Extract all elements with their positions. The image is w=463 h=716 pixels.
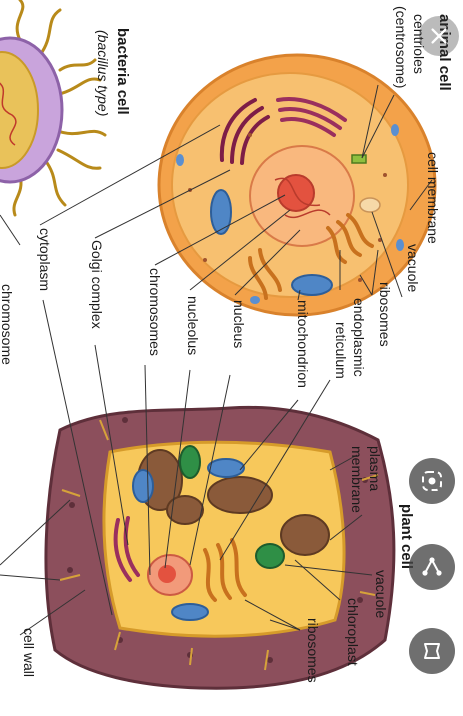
label-nucleus: nucleus (231, 300, 247, 349)
leader-lines (0, 84, 433, 636)
animal-cell (157, 53, 437, 317)
label-centrosome: (centrosome) (393, 6, 409, 89)
lens-icon (422, 471, 442, 491)
share-button[interactable] (409, 544, 455, 590)
label-er-line2: reticulum (333, 322, 349, 379)
close-button[interactable] (419, 16, 459, 56)
label-plasma: plasma (367, 446, 383, 492)
crop-icon (424, 643, 440, 659)
label-mitochondrion-animal: mitochondrion (295, 300, 311, 388)
label-vacuole-animal: vacuole (405, 244, 421, 293)
crop-button[interactable] (409, 628, 455, 674)
label-chromosomes: chromosomes (147, 268, 163, 356)
share-icon (422, 557, 442, 576)
bacteria-cell (0, 0, 107, 217)
label-chloroplast: chloroplast (345, 598, 361, 666)
label-er-line1: endoplasmic (351, 298, 367, 377)
label-golgi: Golgi complex (89, 240, 105, 329)
label-nucleolus: nucleolus (185, 296, 201, 356)
label-cytoplasm: cytoplasm (37, 228, 53, 292)
bacteria-subtitle: (bacillus type) (95, 30, 111, 117)
label-cell-membrane: cell membrane (425, 152, 441, 244)
label-cell-wall: cell wall (21, 628, 37, 678)
label-chromosome-bacteria: chromosome (0, 284, 15, 365)
label-ribosomes-animal: ribosomes (377, 282, 393, 347)
lens-button[interactable] (409, 458, 455, 504)
label-membrane: membrane (349, 446, 365, 513)
plant-cell (44, 405, 396, 690)
label-vacuole-plant: vacuole (373, 570, 389, 619)
bacteria-title: bacteria cell (114, 28, 131, 115)
label-ribosomes-plant: ribosomes (305, 618, 321, 683)
close-icon (431, 28, 447, 44)
